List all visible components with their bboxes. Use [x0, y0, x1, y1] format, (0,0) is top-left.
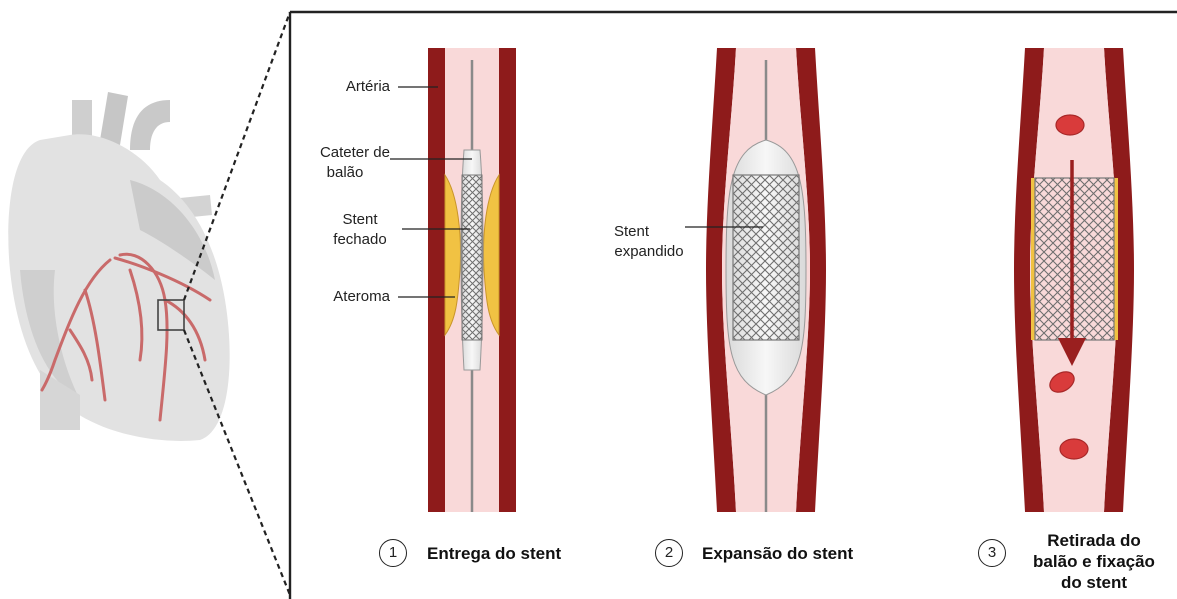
step-1-number: 1: [379, 539, 407, 567]
step-2-title-line: Expansão do stent: [702, 543, 892, 564]
step-1-title: Entrega do stent: [427, 543, 597, 564]
artery-step-1: [428, 48, 516, 512]
label-stent-expandido-line2: expandido: [604, 242, 694, 262]
label-cateter-balao: Cateter de balão: [280, 143, 390, 183]
label-stent-expandido: Stent expandido: [604, 222, 694, 262]
step-3-number: 3: [978, 539, 1006, 567]
step-3-title-line-1: Retirada do: [1014, 530, 1174, 551]
artery-step-3: [1014, 48, 1134, 512]
step-3-title-line-2: balão e fixação: [1014, 551, 1174, 572]
step-1-title-line: Entrega do stent: [427, 543, 597, 564]
step-2-title: Expansão do stent: [702, 543, 892, 564]
step-3-title: Retirada do balão e fixação do stent: [1014, 530, 1174, 593]
label-stent-expandido-line1: Stent: [604, 222, 694, 242]
label-ateroma: Ateroma: [290, 287, 390, 307]
red-blood-cell: [1056, 115, 1084, 135]
heart-illustration: [8, 12, 290, 595]
step-3-title-line-3: do stent: [1014, 572, 1174, 593]
red-blood-cell: [1060, 439, 1088, 459]
artery-step-2: [706, 48, 826, 512]
label-stent-fechado-line2: fechado: [320, 230, 400, 250]
label-stent-fechado-line1: Stent: [320, 210, 400, 230]
step-2-number: 2: [655, 539, 683, 567]
label-cateter-line2: balão: [280, 163, 390, 183]
label-arteria: Artéria: [300, 77, 390, 97]
label-stent-fechado: Stent fechado: [320, 210, 400, 250]
label-cateter-line1: Cateter de: [280, 143, 390, 163]
